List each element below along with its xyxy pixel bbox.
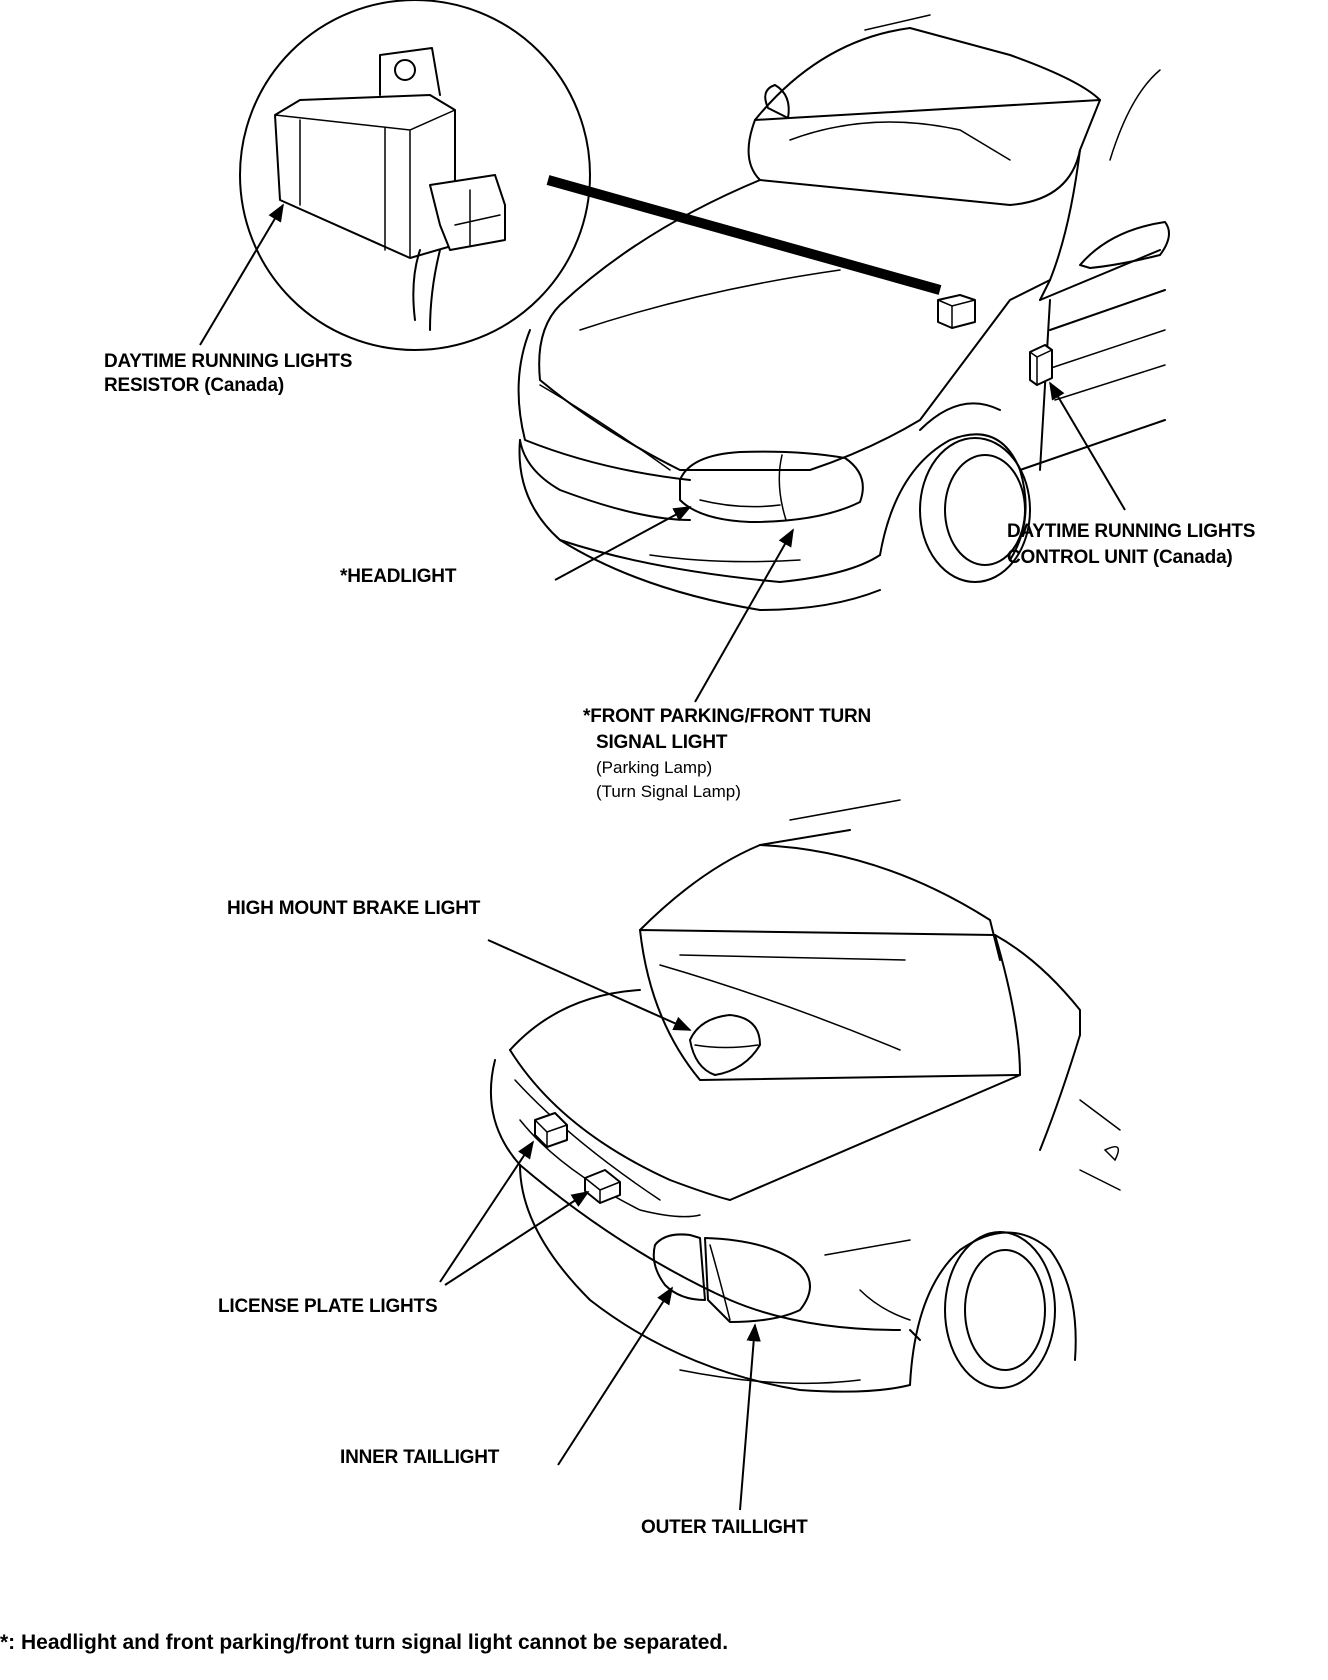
drl-resistor-detail-inset (239, 0, 942, 351)
rear-car-illustration (489, 799, 1121, 1393)
label-drl-control-unit-line2: CONTROL UNIT (Canada) (1007, 547, 1233, 568)
label-high-mount-brake-light: HIGH MOUNT BRAKE LIGHT (227, 898, 481, 919)
label-front-parking-line2: SIGNAL LIGHT (596, 732, 728, 753)
label-headlight: *HEADLIGHT (340, 566, 457, 587)
label-outer-taillight: OUTER TAILLIGHT (641, 1517, 808, 1538)
leader-lines (199, 203, 1126, 1511)
label-parking-lamp: (Parking Lamp) (596, 758, 713, 777)
front-car-illustration (517, 14, 1170, 611)
label-inner-taillight: INNER TAILLIGHT (340, 1447, 500, 1468)
footnote: *: Headlight and front parking/front tur… (0, 1631, 729, 1654)
label-license-plate-lights: LICENSE PLATE LIGHTS (218, 1296, 438, 1317)
label-turn-signal-lamp: (Turn Signal Lamp) (596, 782, 741, 801)
label-drl-resistor-line1: DAYTIME RUNNING LIGHTS (104, 351, 353, 372)
label-drl-control-unit-line1: DAYTIME RUNNING LIGHTS (1007, 521, 1256, 542)
label-front-parking-line1: *FRONT PARKING/FRONT TURN (583, 706, 872, 727)
label-drl-resistor-line2: RESISTOR (Canada) (104, 375, 284, 396)
